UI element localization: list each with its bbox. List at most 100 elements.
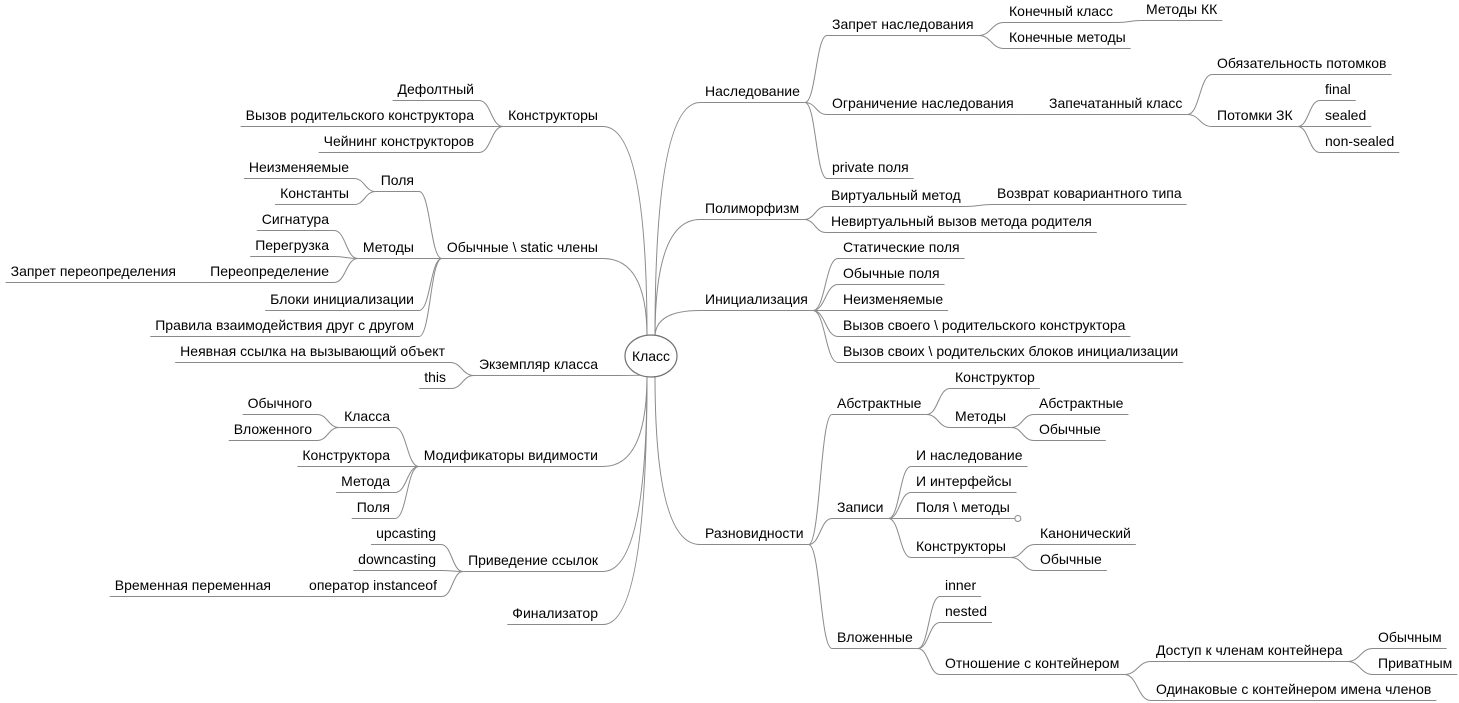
connector-r1b1b-r1b1b1 (1297, 100, 1321, 127)
mindmap-node-n5c1[interactable]: Временная переменная (109, 577, 276, 597)
mindmap-node-n4b[interactable]: Конструктора (297, 447, 395, 467)
mindmap-node-n4a2[interactable]: Вложенного (228, 421, 317, 441)
root-node[interactable]: Класс (624, 334, 678, 378)
mindmap-node-n6[interactable]: Финализатор (507, 605, 603, 625)
mindmap-node-n5c[interactable]: оператор instanceof (304, 577, 442, 597)
mindmap-node-r3e[interactable]: Вызов своих \ родительских блоков инициа… (838, 343, 1184, 363)
mindmap-node-n2b1[interactable]: Сигнатура (256, 211, 334, 231)
mindmap-node-r1b1b1[interactable]: final (1320, 81, 1356, 101)
mindmap-node-r2a[interactable]: Виртуальный метод (826, 187, 966, 207)
mindmap-node-r1c[interactable]: private поля (827, 159, 914, 179)
mindmap-node-r4c1[interactable]: inner (940, 577, 982, 597)
mindmap-node-r1b1b[interactable]: Потомки ЗК (1212, 107, 1298, 127)
mindmap-node-n4[interactable]: Модификаторы видимости (418, 447, 603, 467)
connector-n4a-n4a1 (316, 414, 340, 428)
mindmap-node-r3d[interactable]: Вызов своего \ родительского конструктор… (838, 317, 1131, 337)
mindmap-node-r4c3a[interactable]: Доступ к членам контейнера (1151, 642, 1348, 662)
mindmap-node-n1[interactable]: Конструкторы (503, 107, 603, 127)
mindmap-node-r4b4[interactable]: Конструкторы (911, 538, 1011, 558)
connector-r4-r4c (808, 544, 833, 649)
mindmap-node-r1b1[interactable]: Запечатанный класс (1044, 95, 1188, 115)
mindmap-node-r2b[interactable]: Невиртуальный вызов метода родителя (826, 213, 1097, 233)
mindmap-node-n2d[interactable]: Правила взаимодействия друг с другом (150, 317, 419, 337)
mindmap-node-r4b3[interactable]: Поля \ методы (911, 499, 1015, 519)
mindmap-node-n1b[interactable]: Вызов родительского конструктора (240, 107, 479, 127)
mindmap-node-n3a[interactable]: Неявная ссылка на вызывающий объект (175, 343, 450, 363)
mindmap-node-r1b1a[interactable]: Обязательность потомков (1212, 55, 1392, 75)
mindmap-node-n2a[interactable]: Поля (375, 172, 419, 192)
connector-n2-n2c (418, 258, 443, 311)
mindmap-node-n3b[interactable]: this (419, 369, 451, 389)
mindmap-node-r4[interactable]: Разновидности (700, 525, 809, 545)
mindmap-node-r1b[interactable]: Ограничение наследования (827, 95, 1019, 115)
mindmap-node-n2b3a[interactable]: Запрет переопределения (5, 263, 181, 283)
mindmap-node-n2a2[interactable]: Константы (275, 185, 354, 205)
mindmap-node-r4a2b[interactable]: Обычные (1034, 421, 1106, 441)
mindmap-node-r3a[interactable]: Статические поля (838, 239, 965, 259)
connector-n4-n4c (394, 466, 419, 493)
node-label: Вызов своих \ родительских блоков инициа… (843, 343, 1178, 359)
node-label: this (424, 369, 446, 385)
mindmap-node-n5[interactable]: Приведение ссылок (463, 552, 603, 572)
mindmap-node-r4b4b[interactable]: Обычные (1035, 551, 1107, 571)
node-label: upcasting (376, 525, 436, 541)
mindmap-node-r4c[interactable]: Вложенные (832, 629, 918, 649)
connector-n5-n5c (441, 571, 464, 597)
mindmap-node-r1a[interactable]: Запрет наследования (827, 16, 979, 36)
mindmap-node-r4c2[interactable]: nested (940, 603, 993, 623)
connector-r1b1-r1b1b (1187, 114, 1213, 127)
mindmap-node-n2[interactable]: Обычные \ static члены (441, 239, 603, 259)
node-label: inner (945, 577, 976, 593)
mindmap-node-r4a1[interactable]: Конструктор (950, 369, 1040, 389)
mindmap-node-n1c[interactable]: Чейнинг конструкторов (318, 133, 479, 153)
mindmap-node-r1b1b3[interactable]: non-sealed (1320, 133, 1400, 153)
mindmap-node-r2a1[interactable]: Возврат ковариантного типа (992, 185, 1187, 205)
mindmap-node-r3[interactable]: Инициализация (700, 291, 813, 311)
mindmap-node-r4c3a2[interactable]: Приватным (1373, 655, 1458, 675)
mindmap-node-n3[interactable]: Экземпляр класса (473, 356, 603, 376)
mindmap-node-n2a1[interactable]: Неизменяемые (243, 159, 354, 179)
connector-n2a-n2a2 (353, 191, 376, 205)
mindmap-node-n1a[interactable]: Дефолтный (392, 81, 479, 101)
mindmap-node-r1[interactable]: Наследование (700, 83, 805, 103)
connector-r1a1-r1a1a (1118, 20, 1142, 23)
mindmap-node-n4a[interactable]: Класса (339, 408, 395, 428)
mindmap-node-n4a1[interactable]: Обычного (242, 395, 317, 415)
mindmap-node-n4d[interactable]: Поля (351, 499, 395, 519)
node-label: Возврат ковариантного типа (997, 185, 1182, 201)
mindmap-node-r4c3b[interactable]: Одинаковые с контейнером имена членов (1151, 681, 1437, 701)
node-label: Класса (344, 408, 390, 424)
mindmap-node-r4a[interactable]: Абстрактные (832, 395, 927, 415)
mindmap-node-r3b[interactable]: Обычные поля (838, 265, 945, 285)
mindmap-node-n2b2[interactable]: Перегрузка (250, 237, 334, 257)
mindmap-node-n2c[interactable]: Блоки инициализации (265, 291, 419, 311)
mindmap-node-r2[interactable]: Полиморфизм (700, 200, 805, 220)
mindmap-node-r4b4a[interactable]: Канонический (1035, 525, 1136, 545)
mindmap-node-n4c[interactable]: Метода (336, 473, 395, 493)
node-label: Метода (341, 473, 390, 489)
mindmap-node-n2b[interactable]: Методы (357, 239, 419, 259)
node-label: Методы (955, 408, 1006, 424)
mindmap-node-r4c3a1[interactable]: Обычным (1373, 629, 1447, 649)
node-label: sealed (1325, 107, 1366, 123)
mindmap-node-n2b3[interactable]: Переопределение (205, 263, 334, 283)
collapsed-branch-icon[interactable] (1014, 515, 1022, 522)
mindmap-node-n5b[interactable]: downcasting (353, 551, 441, 571)
mindmap-node-r4b1[interactable]: И наследование (911, 447, 1028, 467)
mindmap-node-r1a1[interactable]: Конечный класс (1004, 3, 1119, 23)
mindmap-node-r4b2[interactable]: И интерфейсы (911, 473, 1017, 493)
mindmap-node-r4a2[interactable]: Методы (950, 408, 1012, 428)
mindmap-node-r1b1b2[interactable]: sealed (1320, 107, 1372, 127)
mindmap-node-r4b[interactable]: Записи (832, 499, 889, 519)
mindmap-node-r3c[interactable]: Неизменяемые (838, 291, 949, 311)
mindmap-node-r1a2[interactable]: Конечные методы (1004, 29, 1131, 49)
connector-n1-n1a (478, 100, 504, 127)
node-label: Обычные \ static члены (447, 239, 598, 255)
mindmap-node-r4a2a[interactable]: Абстрактные (1034, 395, 1129, 415)
connector-r1a-r1a1 (978, 22, 1005, 36)
mindmap-node-n5a[interactable]: upcasting (371, 525, 441, 545)
mindmap-node-r4c3[interactable]: Отношение с контейнером (940, 655, 1125, 675)
mindmap-node-r1a1a[interactable]: Методы КК (1141, 1, 1223, 21)
